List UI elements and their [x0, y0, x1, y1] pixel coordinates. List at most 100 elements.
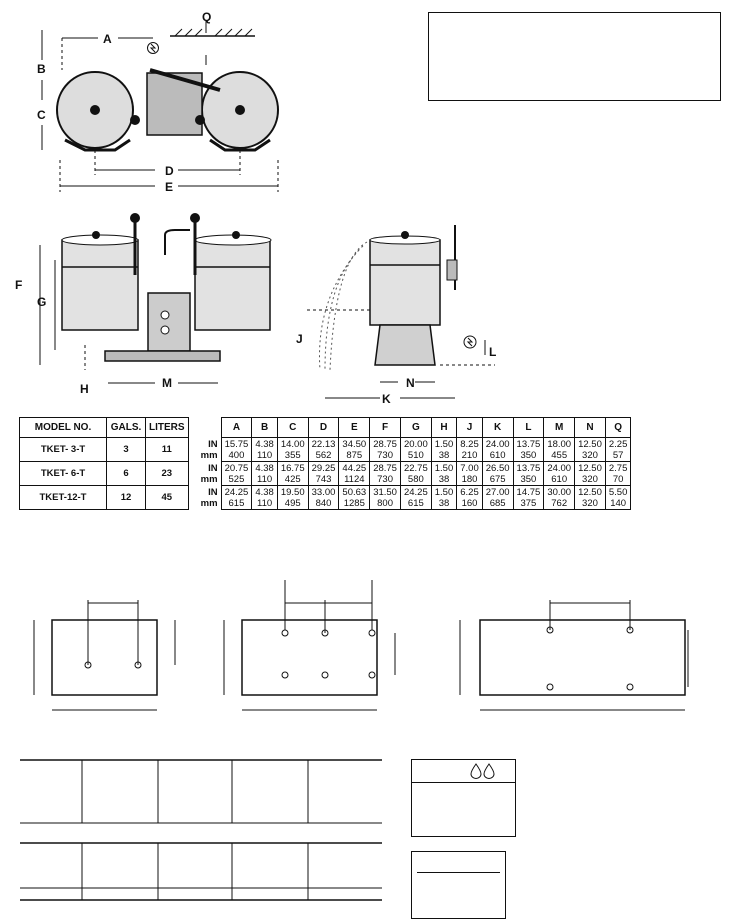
mm-value: 840 [315, 497, 332, 509]
inch-value: 6.25 [460, 486, 479, 498]
col-d: D [307, 417, 340, 438]
mm-value: 110 [257, 497, 273, 509]
dim-label-q: Q [202, 10, 212, 24]
dim-label-j: J [296, 332, 303, 346]
notes-box [428, 12, 721, 101]
dim-label-m: M [162, 376, 172, 390]
inch-value: 22.75 [403, 462, 428, 474]
inch-value: 1.50 [434, 486, 454, 498]
mm-value: 350 [520, 449, 537, 461]
inch-value: 5.50 [608, 486, 628, 498]
unit-in-label: IN [208, 486, 218, 498]
mm-value: 57 [612, 449, 624, 461]
mm-value: 525 [228, 473, 245, 485]
front-view-drawing [39, 213, 272, 384]
inch-value: 18.00 [547, 438, 572, 450]
inch-value: 15.75 [224, 438, 249, 450]
col-h: H [430, 417, 458, 438]
mm-value: 180 [461, 473, 478, 485]
col-e: E [338, 417, 371, 438]
mm-value: 1285 [343, 497, 365, 509]
mm-value: 562 [315, 449, 332, 461]
spec-table: MODEL NO. GALS. LITERS A B C D E F G H J… [19, 417, 632, 510]
inch-value: 2.25 [608, 438, 628, 450]
mm-value: 762 [551, 497, 568, 509]
mm-value: 110 [257, 473, 273, 485]
inch-value: 8.25 [460, 438, 479, 450]
mm-value: 320 [582, 497, 598, 509]
dim-label-k: K [382, 392, 391, 406]
dim-label-h: H [80, 382, 89, 396]
inch-value: 50.63 [342, 486, 367, 498]
unit-mm-label: mm [200, 449, 218, 461]
inch-value: 2.75 [608, 462, 628, 474]
mm-value: 610 [489, 449, 506, 461]
liters-cell: 11 [145, 437, 189, 462]
mm-value: 140 [610, 497, 627, 509]
col-gals: GALS. [106, 417, 146, 438]
dim-label-a: A [103, 32, 112, 46]
inch-value: 20.75 [224, 462, 249, 474]
mm-value: 743 [315, 473, 332, 485]
approval-box [411, 759, 516, 837]
col-c: C [276, 417, 309, 438]
inch-value: 28.75 [373, 462, 397, 474]
unit-in-label: IN [208, 462, 218, 474]
mm-value: 110 [257, 449, 273, 461]
gals-cell: 12 [106, 485, 146, 510]
col-g: G [399, 417, 432, 438]
dim-label-e: E [165, 180, 174, 194]
mm-value: 580 [407, 473, 424, 485]
col-a: A [220, 417, 253, 438]
col-j: J [456, 417, 483, 438]
col-liters: LITERS [145, 417, 189, 438]
mm-value: 38 [438, 473, 450, 485]
unit-mm-label: mm [200, 473, 218, 485]
inch-value: 22.13 [311, 438, 336, 450]
col-n: N [574, 417, 606, 438]
dim-label-b: B [37, 62, 46, 76]
col-k: K [481, 417, 514, 438]
col-q: Q [604, 417, 632, 438]
model-cell: TKET- 6-T [19, 461, 107, 486]
unit-mm-label: mm [200, 497, 218, 509]
mm-value: 38 [438, 497, 450, 509]
liters-cell: 45 [145, 485, 189, 510]
inch-value: 12.50 [578, 438, 602, 450]
inch-value: 12.50 [578, 486, 602, 498]
mm-value: 495 [284, 497, 301, 509]
mm-value: 400 [228, 449, 245, 461]
top-view-drawing [41, 20, 279, 192]
dim-label-n: N [406, 376, 415, 390]
